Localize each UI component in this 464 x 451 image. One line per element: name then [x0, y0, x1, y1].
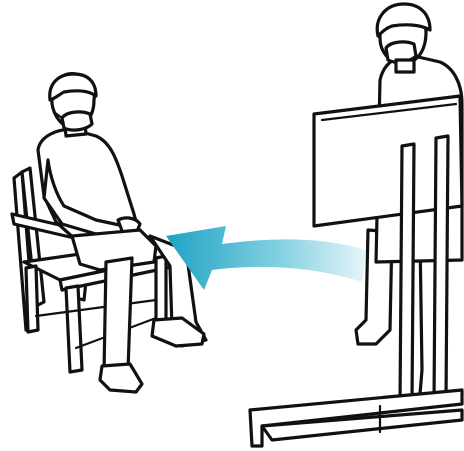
direction-arrow-icon	[166, 226, 366, 290]
